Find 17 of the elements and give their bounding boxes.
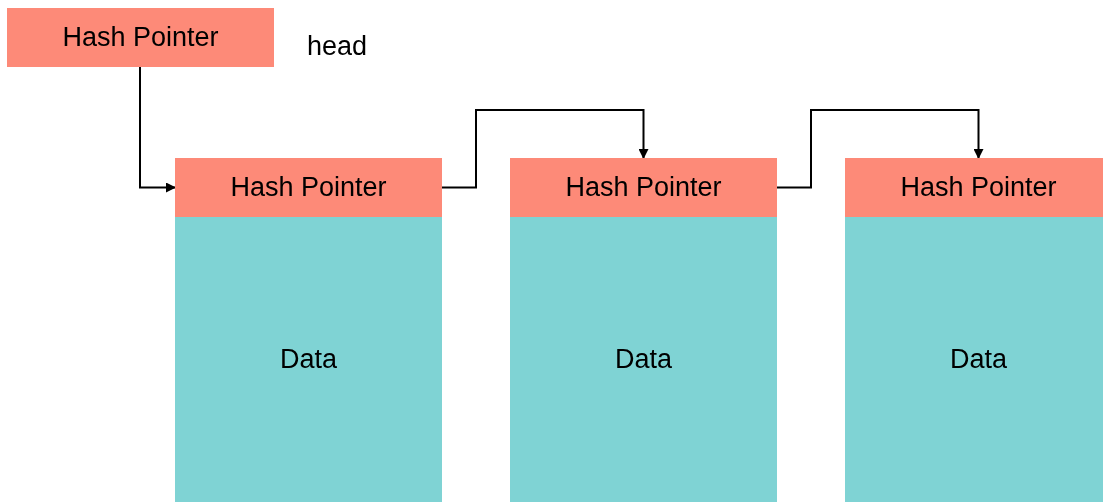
data-box	[175, 217, 442, 502]
node-label: Hash Pointer	[565, 171, 722, 205]
pointer-caption: head	[307, 30, 368, 63]
arrow	[776, 109, 984, 189]
hash-pointer-box	[845, 158, 1103, 217]
data-box	[510, 217, 777, 502]
node-label: Hash Pointer	[900, 171, 1057, 205]
hash-pointer-box	[510, 158, 777, 217]
arrow	[441, 109, 649, 189]
node-label: Data	[949, 343, 1007, 377]
arrow	[139, 66, 176, 193]
node-label: Hash Pointer	[230, 171, 387, 205]
node-label: Data	[614, 343, 672, 377]
hash-pointer-box	[175, 158, 442, 217]
data-box	[845, 217, 1103, 502]
node-label: Data	[279, 343, 337, 377]
node-label: Hash Pointer	[62, 21, 219, 55]
